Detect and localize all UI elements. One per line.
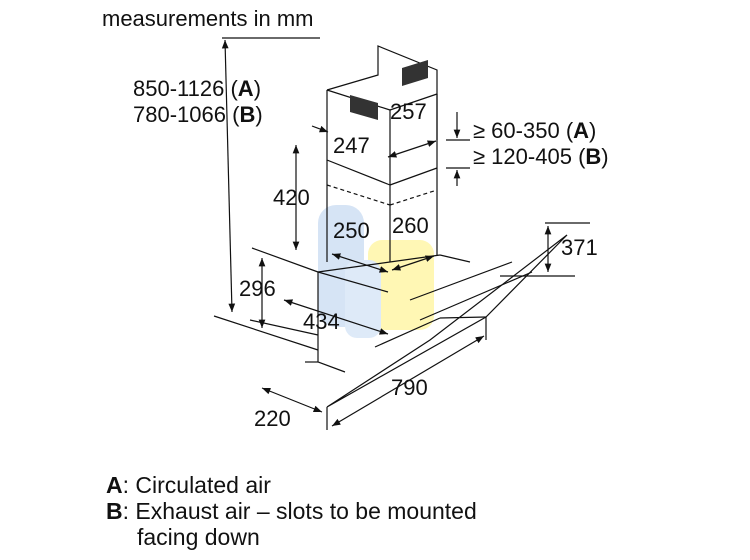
gap-a-close: ) [589, 118, 597, 143]
height-b-range: 780-1066 [133, 102, 226, 127]
legend-b-continued: facing down [137, 524, 260, 550]
height-b-label: 780-1066 (B) [133, 104, 263, 126]
units-caption: measurements in mm [102, 6, 314, 31]
legend-b: B: Exhaust air – slots to be mounted [106, 500, 477, 523]
chimney-top-width-label: 247 [333, 133, 370, 158]
chimney-height-label: 420 [273, 185, 310, 210]
body-height-label: 296 [239, 276, 276, 301]
gap-b-open: ( [578, 144, 586, 169]
height-b-key: B [239, 102, 256, 127]
depth-label: 220 [254, 406, 291, 431]
height-b-close: ) [255, 102, 263, 127]
dimension-arrows [221, 39, 552, 427]
legend-b-text: : Exhaust air – slots to be mounted [122, 498, 477, 524]
height-b-open: ( [232, 102, 240, 127]
gap-a-value: ≥ 60-350 [473, 118, 560, 143]
legend-a-key: A [106, 472, 123, 498]
legend-b-key: B [106, 498, 123, 524]
chimney-top-depth-label: 257 [390, 99, 427, 124]
glass-width-label: 790 [391, 375, 428, 400]
legend-a: A: Circulated air [106, 474, 271, 497]
legend-a-text: : Circulated air [122, 472, 271, 498]
height-a-open: ( [230, 76, 238, 101]
height-a-close: ) [253, 76, 262, 101]
gap-a-open: ( [565, 118, 574, 143]
chimney-depth-label: 260 [392, 213, 429, 238]
chimney-width-label: 250 [333, 218, 370, 243]
height-a-range: 850-1126 [133, 76, 225, 101]
gap-a-key: A [573, 118, 590, 143]
gap-b-label: ≥ 120-405 (B) [473, 146, 609, 168]
gap-b-value: ≥ 120-405 [473, 144, 572, 169]
height-a-label: 850-1126 (A) [133, 78, 261, 100]
gap-b-close: ) [601, 144, 609, 169]
height-a-key: A [237, 76, 254, 101]
gap-b-key: B [585, 144, 602, 169]
gap-a-label: ≥ 60-350 (A) [473, 120, 596, 142]
glass-height-label: 371 [561, 235, 598, 260]
body-width-label: 434 [303, 309, 340, 334]
air-slots [350, 60, 428, 120]
